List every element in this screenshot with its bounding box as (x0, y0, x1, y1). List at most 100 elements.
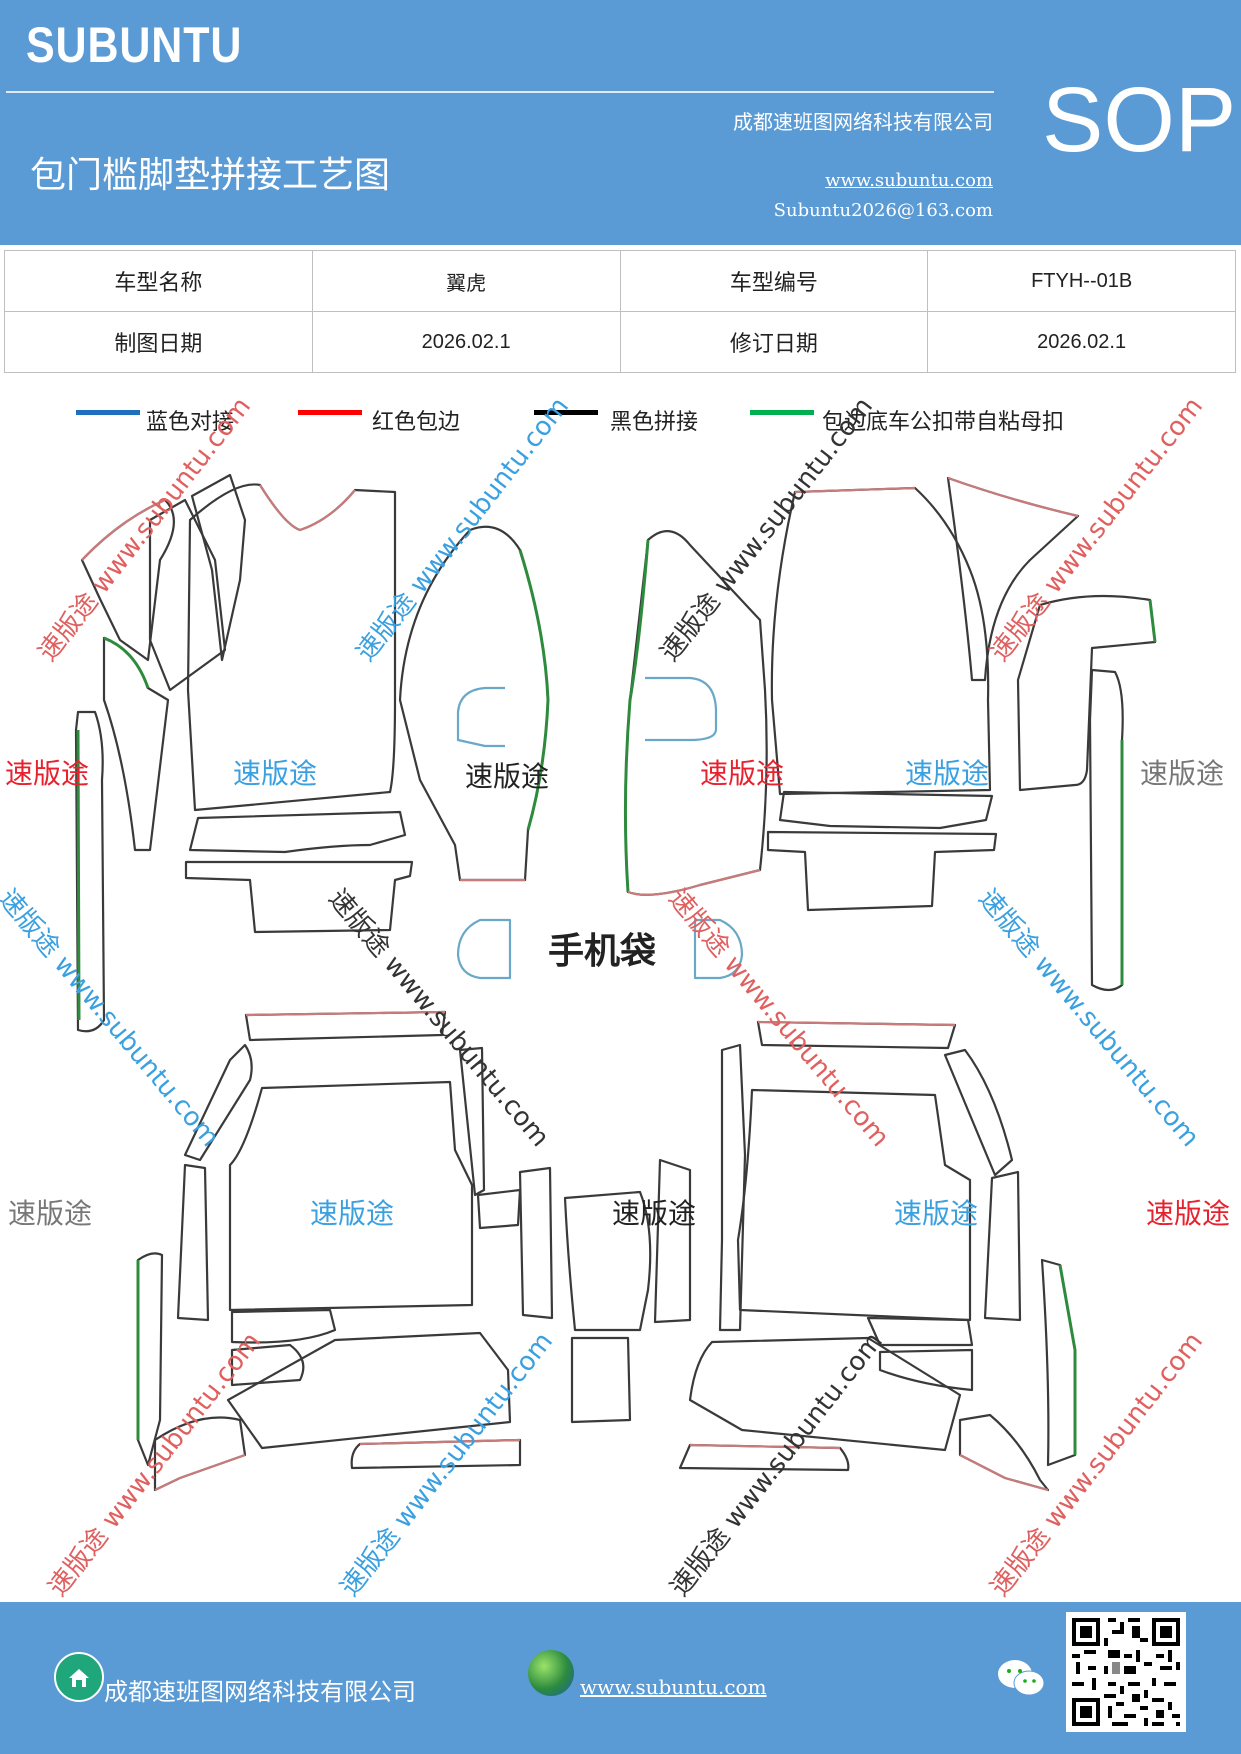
red-edge (757, 1020, 956, 1027)
red-edge (359, 1438, 521, 1446)
pattern-piece (518, 1166, 554, 1320)
pattern-piece (190, 473, 247, 662)
green-edge (76, 729, 81, 1021)
qr-code-icon[interactable] (1066, 1612, 1186, 1732)
header-divider (6, 91, 994, 93)
area-label: 速版途 (8, 1197, 93, 1230)
area-label: 速版途 (1146, 1197, 1231, 1230)
pattern-piece (176, 1163, 210, 1322)
legend-swatch (750, 410, 814, 415)
red-edge (154, 1453, 246, 1491)
area-label: 速版途 (310, 1197, 395, 1230)
blue-pocket (645, 676, 718, 742)
header-banner: SUBUNTU 成都速班图网络科技有限公司 包门槛脚垫拼接工艺图 www.sub… (0, 0, 1241, 245)
area-label: 速版途 (233, 757, 318, 790)
pattern-piece (866, 1316, 974, 1347)
green-edge (518, 549, 550, 831)
red-edge (245, 1010, 446, 1017)
mat-pattern-diagram: 手机袋 速版途 速版途 速版途 速版途 速版途 速版途 速版途 速版途 速版途 … (0, 392, 1241, 1602)
area-label: 速版途 (905, 757, 990, 790)
area-label: 速版途 (612, 1197, 697, 1230)
blue-pocket (456, 686, 505, 748)
revise-date-label: 修订日期 (619, 311, 929, 373)
green-edge (1058, 1264, 1077, 1455)
pattern-piece (102, 636, 170, 852)
header-email: Subuntu2026@163.com (773, 200, 993, 221)
red-edge (81, 498, 166, 561)
pattern-piece (230, 1343, 305, 1387)
draw-date-value: 2026.02.1 (311, 311, 621, 373)
pattern-piece (878, 1348, 974, 1392)
pattern-piece (718, 1043, 747, 1332)
pattern-piece (570, 1336, 632, 1424)
legend-label: 红色包边 (372, 410, 461, 435)
red-edge (259, 484, 356, 532)
draw-date-label: 制图日期 (4, 311, 313, 373)
page-title: 包门槛脚垫拼接工艺图 (30, 155, 391, 196)
legend-swatch (76, 410, 140, 415)
vehicle-info-table: 车型名称 翼虎 车型编号 FTYH--01B 制图日期 2026.02.1 修订… (4, 250, 1236, 373)
pattern-piece (228, 1080, 474, 1312)
footer-website-link[interactable]: www.subuntu.com (580, 1675, 767, 1699)
pattern-piece (188, 810, 407, 854)
area-label: 速版途 (700, 757, 785, 790)
model-name-label: 车型名称 (4, 250, 313, 312)
red-edge (959, 1454, 1049, 1492)
rear-center-mat-group (563, 1158, 692, 1424)
red-edge (794, 486, 916, 494)
pattern-piece (476, 1188, 522, 1230)
front-right-mat-group (766, 476, 1157, 992)
legend-label: 蓝色对接 (146, 410, 235, 435)
pattern-piece (678, 1443, 850, 1472)
wechat-icon[interactable] (996, 1657, 1046, 1699)
area-label: 速版途 (894, 1197, 979, 1230)
pattern-piece (770, 486, 992, 796)
pattern-piece (458, 1046, 486, 1197)
pattern-piece (1016, 594, 1157, 792)
info-row: 制图日期 2026.02.1 修订日期 2026.02.1 (4, 311, 1236, 373)
model-code-value: FTYH--01B (927, 250, 1236, 312)
legend-swatch (298, 410, 362, 415)
rear-left-mat-group (136, 1010, 554, 1492)
footer-company: 成都速班图网络科技有限公司 (104, 1678, 416, 1706)
area-label: 速版途 (1140, 757, 1225, 790)
legend-label: 包边底车公扣带自粘母扣 (822, 410, 1065, 435)
phone-pocket-group (456, 918, 744, 980)
header-company: 成都速班图网络科技有限公司 (733, 110, 993, 134)
green-edge (1148, 599, 1157, 643)
header-website-link[interactable]: www.subuntu.com (825, 170, 993, 191)
info-row: 车型名称 翼虎 车型编号 FTYH--01B (4, 250, 1236, 312)
pattern-piece (226, 1331, 512, 1450)
pattern-piece (1088, 668, 1124, 992)
pattern-piece (688, 1336, 962, 1452)
sop-badge: SOP (1042, 69, 1237, 171)
pattern-piece (778, 790, 994, 830)
home-icon (54, 1652, 104, 1702)
brand-logo: SUBUNTU (26, 17, 243, 73)
revise-date-value: 2026.02.1 (927, 311, 1236, 373)
pattern-piece (136, 1252, 164, 1467)
pattern-svg (74, 473, 1157, 1492)
blue-pocket (456, 918, 512, 980)
phone-pocket-label: 手机袋 (548, 931, 657, 972)
pattern-piece (736, 1088, 972, 1322)
pattern-piece (563, 1190, 652, 1332)
area-label: 速版途 (465, 760, 550, 793)
pattern-piece (184, 860, 414, 934)
pattern-piece (230, 1308, 337, 1344)
pattern-piece (943, 1048, 1014, 1177)
pattern-piece (350, 1438, 522, 1470)
globe-icon (528, 1650, 574, 1696)
area-label: 速版途 (5, 757, 90, 790)
pattern-piece (653, 1158, 692, 1324)
footer-banner: 成都速班图网络科技有限公司 www.subuntu.com (0, 1602, 1241, 1754)
legend-label: 黑色拼接 (610, 410, 699, 435)
front-left-mat-group (74, 473, 414, 1033)
red-edge (627, 868, 761, 896)
model-name-value: 翼虎 (311, 250, 621, 312)
front-center-mat-group (398, 525, 768, 896)
rear-right-mat-group (678, 1020, 1077, 1492)
pattern-piece (74, 710, 106, 1033)
pattern-piece (958, 1413, 1050, 1492)
pattern-piece (983, 1170, 1022, 1322)
